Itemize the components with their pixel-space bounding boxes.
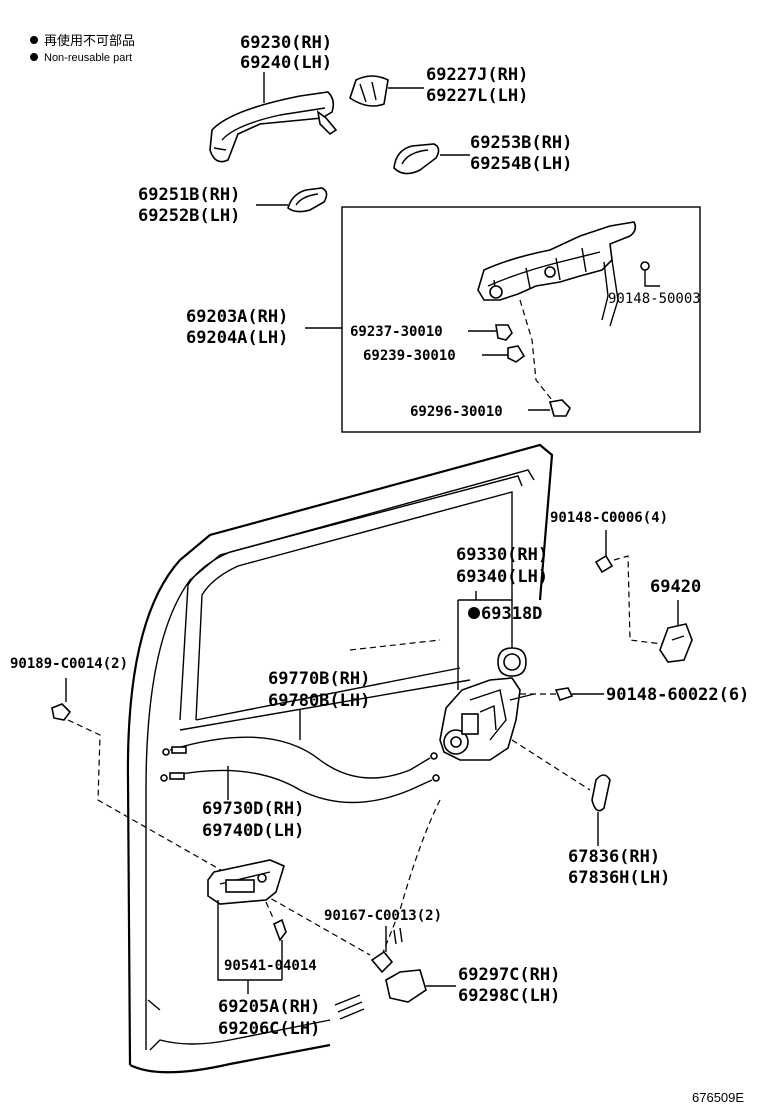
cable-lower-part — [160, 769, 440, 804]
label-90148-50003: 90148-50003 — [608, 291, 701, 307]
label-90189: 90189-C0014(2) — [10, 656, 128, 672]
label-69253B: 69253B(RH) — [470, 133, 572, 153]
legend-bullet-1 — [30, 36, 38, 44]
clip-90189 — [51, 703, 72, 721]
striker-part — [659, 623, 693, 663]
label-69296: 69296-30010 — [410, 404, 503, 420]
label-69240: 69240(LH) — [240, 53, 332, 73]
cover-69297C — [385, 969, 427, 1003]
label-69230: 69230(RH) — [240, 33, 332, 53]
label-69227J: 69227J(RH) — [426, 65, 528, 85]
label-69237: 69237-30010 — [350, 324, 443, 340]
label-69204A: 69204A(LH) — [186, 328, 288, 348]
guide-67836 — [511, 739, 591, 791]
label-69298C: 69298C(LH) — [458, 986, 560, 1006]
leader-69205-left — [217, 900, 282, 981]
guide-frame-bolt — [519, 299, 553, 401]
label-69420: 69420 — [650, 577, 701, 597]
clip-69237 — [495, 324, 513, 341]
legend-bullet-2 — [30, 53, 38, 61]
figure-code: 676509E — [692, 1090, 744, 1105]
guide-90541 — [265, 901, 275, 921]
label-69252B: 69252B(LH) — [138, 206, 240, 226]
label-69297C: 69297C(RH) — [458, 965, 560, 985]
label-90541: 90541-04014 — [224, 958, 317, 974]
handle-frame-part — [477, 221, 637, 327]
label-69251B: 69251B(RH) — [138, 185, 240, 205]
legend-en: Non-reusable part — [44, 52, 132, 64]
label-69203A: 69203A(RH) — [186, 307, 288, 327]
label-69340: 69340(LH) — [456, 567, 548, 587]
screw-90148-60022 — [554, 687, 574, 701]
non-reusable-bullet — [468, 607, 480, 619]
label-69239: 69239-30010 — [363, 348, 456, 364]
outer-handle-part — [209, 91, 338, 163]
label-90167: 90167-C0013(2) — [324, 908, 442, 924]
label-69740D: 69740D(LH) — [202, 821, 304, 841]
legend-jp: 再使用不可部品 — [44, 33, 135, 48]
screw-90167 — [370, 950, 394, 974]
label-69254B: 69254B(LH) — [470, 154, 572, 174]
pad-front-part — [393, 143, 440, 175]
screw-90148-C0006 — [594, 554, 614, 574]
label-69206C: 69206C(LH) — [218, 1019, 320, 1039]
label-69330: 69330(RH) — [456, 545, 548, 565]
striker-detail — [671, 635, 685, 641]
label-67836: 67836(RH) — [568, 847, 660, 867]
label-69780B: 69780B(LH) — [268, 691, 370, 711]
screw-90541 — [272, 918, 287, 942]
door-outline — [126, 443, 554, 1074]
door-lock-part — [439, 677, 535, 761]
lock-cover-part — [497, 647, 527, 677]
label-67836H: 67836H(LH) — [568, 868, 670, 888]
screw-small — [640, 261, 650, 271]
bolt-69296 — [548, 399, 571, 417]
pad-rear-part — [287, 187, 328, 213]
guide-striker — [613, 555, 663, 645]
label-69730D: 69730D(RH) — [202, 799, 304, 819]
label-69770B: 69770B(RH) — [268, 669, 370, 689]
frame-assembly-box — [341, 206, 701, 433]
cap-part — [349, 75, 389, 107]
inside-handle-part — [207, 859, 285, 905]
grommet-67836 — [591, 774, 611, 812]
legend: 再使用不可部品 Non-reusable part — [30, 33, 135, 64]
screw-detail-b — [399, 927, 403, 943]
label-69205A: 69205A(RH) — [218, 997, 320, 1017]
label-90148-C0006: 90148-C0006(4) — [550, 510, 668, 526]
label-69227L: 69227L(LH) — [426, 86, 528, 106]
label-69318D: 69318D — [481, 604, 542, 624]
cable-upper-part — [162, 736, 438, 779]
screw-detail-a — [393, 929, 397, 945]
clip-69239 — [507, 345, 526, 363]
label-90148-60022: 90148-60022(6) — [606, 685, 749, 705]
